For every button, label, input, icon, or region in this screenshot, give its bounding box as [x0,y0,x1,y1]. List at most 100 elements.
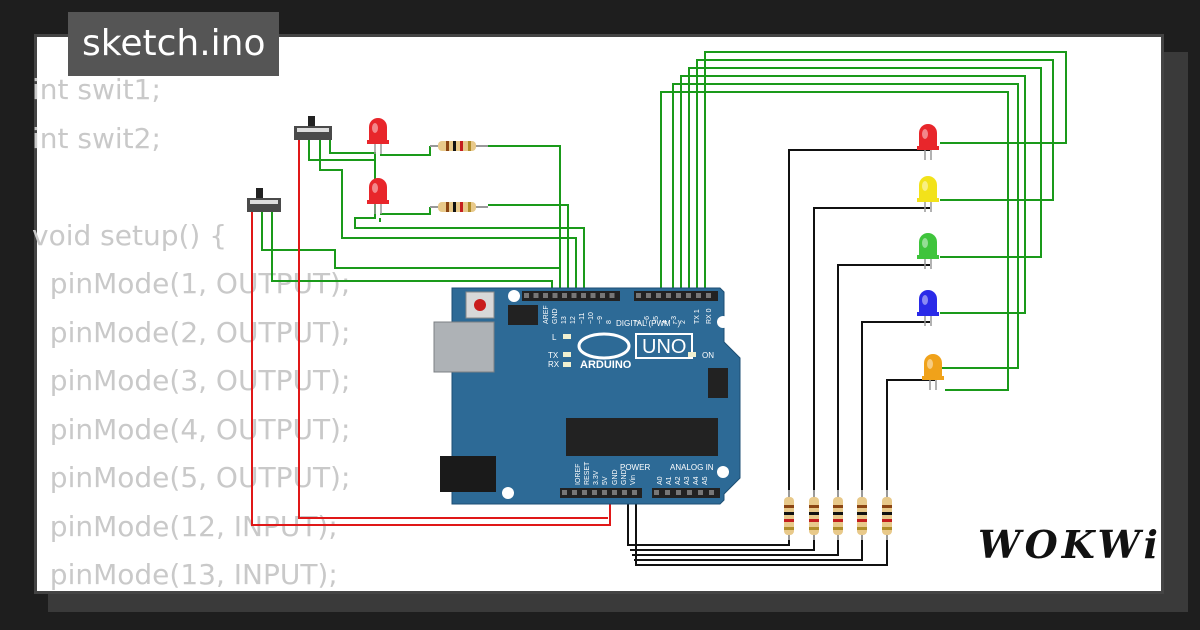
bottom-pin-label: RESET [584,461,591,485]
header-pin[interactable] [592,490,597,495]
header-pin[interactable] [698,490,703,495]
led-red[interactable] [917,124,939,160]
icsp-header [508,305,538,325]
arduino-uno-board[interactable]: UNO ARDUINO DIGITAL (PWM ~) POWER ANALOG… [433,287,741,505]
top-pin-label: 7 [635,320,642,324]
header-pin[interactable] [571,293,577,298]
header-pin[interactable] [590,293,596,298]
led-blue[interactable] [917,290,939,326]
power-header [560,488,642,498]
header-pin[interactable] [600,293,605,298]
led-yellow[interactable] [917,176,939,212]
usb-port [433,321,495,373]
header-pin[interactable] [524,293,529,298]
wire-green [380,146,431,156]
code-line: pinMode(4, OUTPUT); [32,412,351,446]
led-orange[interactable] [922,354,944,390]
wire-green [696,59,1054,298]
led-rx [563,362,571,367]
wire-black [634,535,863,561]
wire-green [380,207,431,215]
header-pin[interactable] [656,293,661,298]
bottom-pin-label: 3.3V [593,470,600,485]
header-pin[interactable] [676,293,681,298]
resistor-bottom-5[interactable] [882,490,892,540]
file-tab-title[interactable]: sketch.ino [68,12,280,76]
header-pin[interactable] [676,490,681,495]
header-pin[interactable] [582,490,587,495]
header-pin[interactable] [636,293,641,298]
header-pin[interactable] [666,293,671,298]
header-pin[interactable] [665,490,670,495]
header-pin[interactable] [646,293,651,298]
header-pin[interactable] [632,490,637,495]
top-pin-label: 2 [680,320,687,324]
resistor-bottom-4[interactable] [857,490,867,540]
header-pin[interactable] [686,293,691,298]
header-pin[interactable] [687,490,692,495]
top-pin-label: 13 [561,316,568,324]
mount-hole [508,290,520,302]
wire-black [632,535,839,556]
bottom-pin-label: GND [621,469,628,485]
header-pin[interactable] [602,490,607,495]
slide-switch-2[interactable] [247,188,281,212]
wire-green [329,140,585,298]
wire-green [308,140,375,161]
wire-green [271,212,553,298]
led-red[interactable] [367,118,389,154]
wokwi-logo: WOKWi [978,522,1162,567]
header-pin[interactable] [552,293,558,298]
header-pin[interactable] [622,490,627,495]
power-jack [440,456,496,492]
header-pin[interactable] [533,293,539,298]
header-pin[interactable] [709,490,714,495]
header-pin[interactable] [612,490,617,495]
code-line: pinMode(3, OUTPUT); [32,364,351,397]
header-pin[interactable] [543,293,548,298]
wire-black [837,264,930,520]
wire-black [861,321,930,520]
bottom-pin-label: Vin [630,475,637,485]
header-pin[interactable] [654,490,659,495]
led-on [688,352,696,357]
resistor-bottom-3[interactable] [833,490,843,540]
top-pin-label: ~3 [671,316,678,324]
top-pin-label: 8 [606,320,613,324]
top-pin-label: 12 [570,316,577,324]
led-l [563,334,571,339]
bottom-pin-label: A0 [657,476,664,485]
bottom-pin-label: 5V [602,476,609,485]
led-green[interactable] [917,233,939,269]
on-label: ON [702,351,714,360]
power-label: POWER [620,463,650,472]
top-pin-label: TX 1 [694,309,701,324]
bottom-pin-label: IOREF [575,464,582,485]
resistor-left-2[interactable] [430,202,488,212]
resistor-bottom-2[interactable] [809,490,819,540]
wire-black [635,490,888,566]
resistor-bottom-1[interactable] [784,490,794,540]
header-pin[interactable] [696,293,701,298]
top-pin-label: GND [552,308,559,324]
led-red[interactable] [367,178,389,214]
header-pin[interactable] [572,490,577,495]
header-pin[interactable] [609,293,615,298]
code-line: void setup() { [32,218,228,252]
analog-header [652,488,720,498]
header-pin[interactable] [562,293,567,298]
board-model-label: UNO [642,336,686,358]
resistor-left-1[interactable] [430,141,488,151]
wire-red [251,212,611,526]
top-pin-label: ~5 [653,316,660,324]
slide-switch-1[interactable] [294,116,332,140]
bottom-pin-label: A5 [702,476,709,485]
reset-button-cap[interactable] [474,299,486,311]
header-pin[interactable] [562,490,567,495]
header-pin[interactable] [581,293,586,298]
analog-in-label: ANALOG IN [670,463,714,472]
header-pin[interactable] [706,293,711,298]
wire-green [688,67,1042,298]
mount-hole [717,316,729,328]
